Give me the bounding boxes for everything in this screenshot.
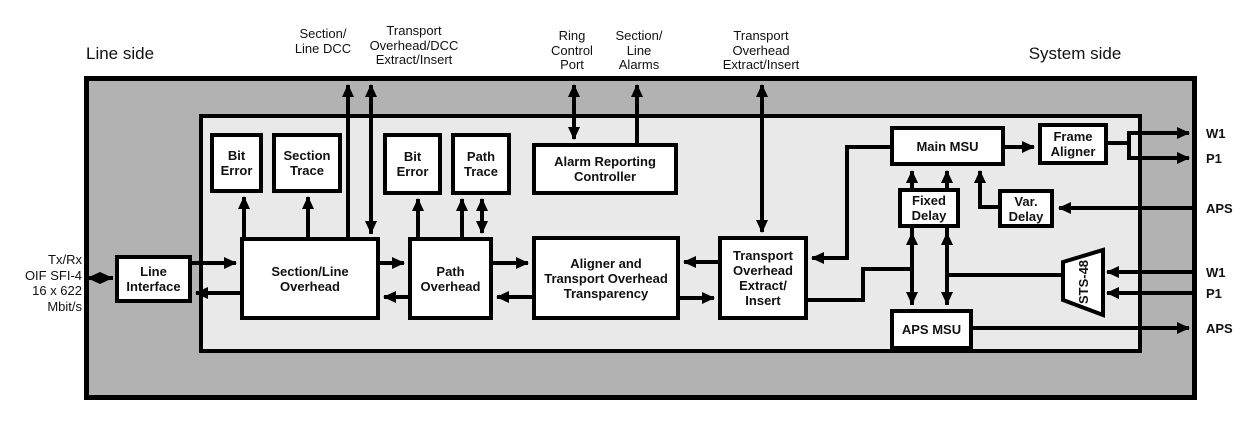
block-sts48-mux-label: STS-48 xyxy=(1075,259,1091,305)
block-section-line-overhead: Section/Line Overhead xyxy=(240,237,380,320)
block-bit-error-2: Bit Error xyxy=(383,133,442,195)
block-section-trace: Section Trace xyxy=(272,133,342,193)
block-frame-aligner: Frame Aligner xyxy=(1038,123,1108,165)
block-alarm-reporting-controller: Alarm Reporting Controller xyxy=(532,143,678,195)
label-transport-overhead-extract-insert: Transport Overhead Extract/Insert xyxy=(722,28,800,72)
block-fixed-delay: Fixed Delay xyxy=(898,188,960,228)
block-path-trace: Path Trace xyxy=(451,133,511,195)
label-p1-top: P1 xyxy=(1206,151,1222,166)
label-p1-bottom: P1 xyxy=(1206,286,1222,301)
line-side-title: Line side xyxy=(86,44,155,63)
block-transport-overhead-extract-insert: Transport Overhead Extract/ Insert xyxy=(718,236,808,320)
block-main-msu: Main MSU xyxy=(890,126,1005,166)
label-ring-control-port: Ring Control Port xyxy=(551,28,593,72)
block-aps-msu: APS MSU xyxy=(890,309,973,350)
system-side-title: System side xyxy=(1028,44,1122,63)
label-aps-bottom: APS xyxy=(1206,321,1233,336)
label-section-line-alarms: Section/ Line Alarms xyxy=(615,28,663,72)
block-path-overhead: Path Overhead xyxy=(408,237,493,320)
block-line-interface: Line Interface xyxy=(115,255,192,303)
block-aligner-transparency: Aligner and Transport Overhead Transpare… xyxy=(532,236,680,320)
label-txrx-oif-sfi4: Tx/Rx OIF SFI-4 16 x 622 Mbit/s xyxy=(24,252,82,314)
label-w1-top: W1 xyxy=(1206,126,1226,141)
label-aps-top: APS xyxy=(1206,201,1233,216)
label-section-line-dcc: Section/ Line DCC xyxy=(294,26,352,56)
block-bit-error-1: Bit Error xyxy=(210,133,263,193)
label-transport-overhead-dcc: Transport Overhead/DCC Extract/Insert xyxy=(369,23,459,67)
label-w1-bottom: W1 xyxy=(1206,265,1226,280)
block-var-delay: Var. Delay xyxy=(998,189,1054,228)
